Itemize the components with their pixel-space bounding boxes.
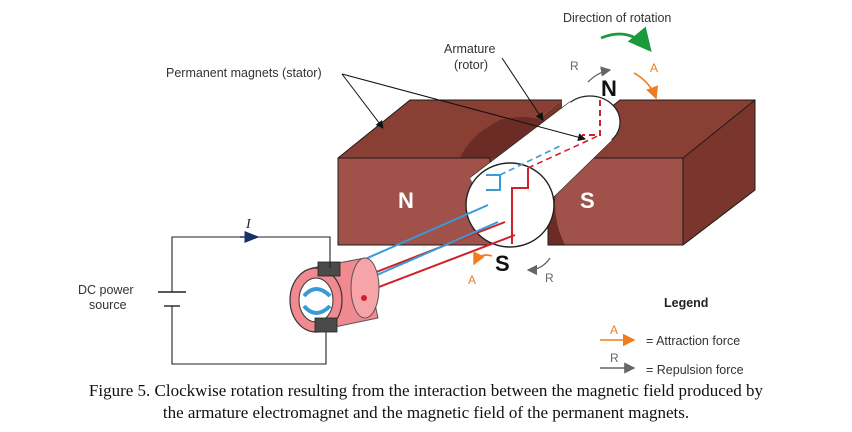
force-letter-attraction-bottom: A (468, 273, 476, 287)
caption-line-1: Figure 5. Clockwise rotation resulting f… (88, 381, 764, 400)
dc-power-label-line1: DC power (78, 283, 134, 297)
force-letter-attraction-top: A (650, 61, 658, 75)
force-arrows-bottom (473, 251, 551, 276)
rotor-south-label: S (495, 251, 510, 276)
armature-label-line1: Armature (444, 42, 495, 56)
legend: Legend A = Attraction force R = Repulsio… (600, 296, 744, 377)
legend-repulsion-letter: R (610, 351, 619, 365)
legend-attraction-letter: A (610, 323, 618, 337)
dc-power-label-line2: source (89, 298, 127, 312)
dc-motor-diagram: N S N S R A A R Direction of rotation Ar… (78, 11, 756, 377)
force-letter-repulsion-bottom: R (545, 271, 554, 285)
legend-repulsion-text: = Repulsion force (646, 363, 744, 377)
figure-caption: Figure 5. Clockwise rotation resulting f… (0, 380, 852, 424)
dc-circuit (158, 231, 331, 365)
rotor-north-label: N (601, 76, 617, 101)
force-arrows-top (587, 26, 659, 100)
stator-north-label: N (398, 188, 414, 213)
stator-south-label: S (580, 188, 595, 213)
legend-title: Legend (664, 296, 708, 310)
direction-of-rotation-label: Direction of rotation (563, 11, 671, 25)
permanent-magnets-label: Permanent magnets (stator) (166, 66, 322, 80)
current-label: I (245, 217, 252, 232)
commutator-assembly (289, 204, 516, 333)
callout-lines (341, 57, 586, 142)
legend-attraction-text: = Attraction force (646, 334, 740, 348)
force-letter-repulsion-top: R (570, 59, 579, 73)
caption-line-2: the armature electromagnet and the magne… (162, 403, 690, 422)
armature-label-line2: (rotor) (454, 58, 488, 72)
